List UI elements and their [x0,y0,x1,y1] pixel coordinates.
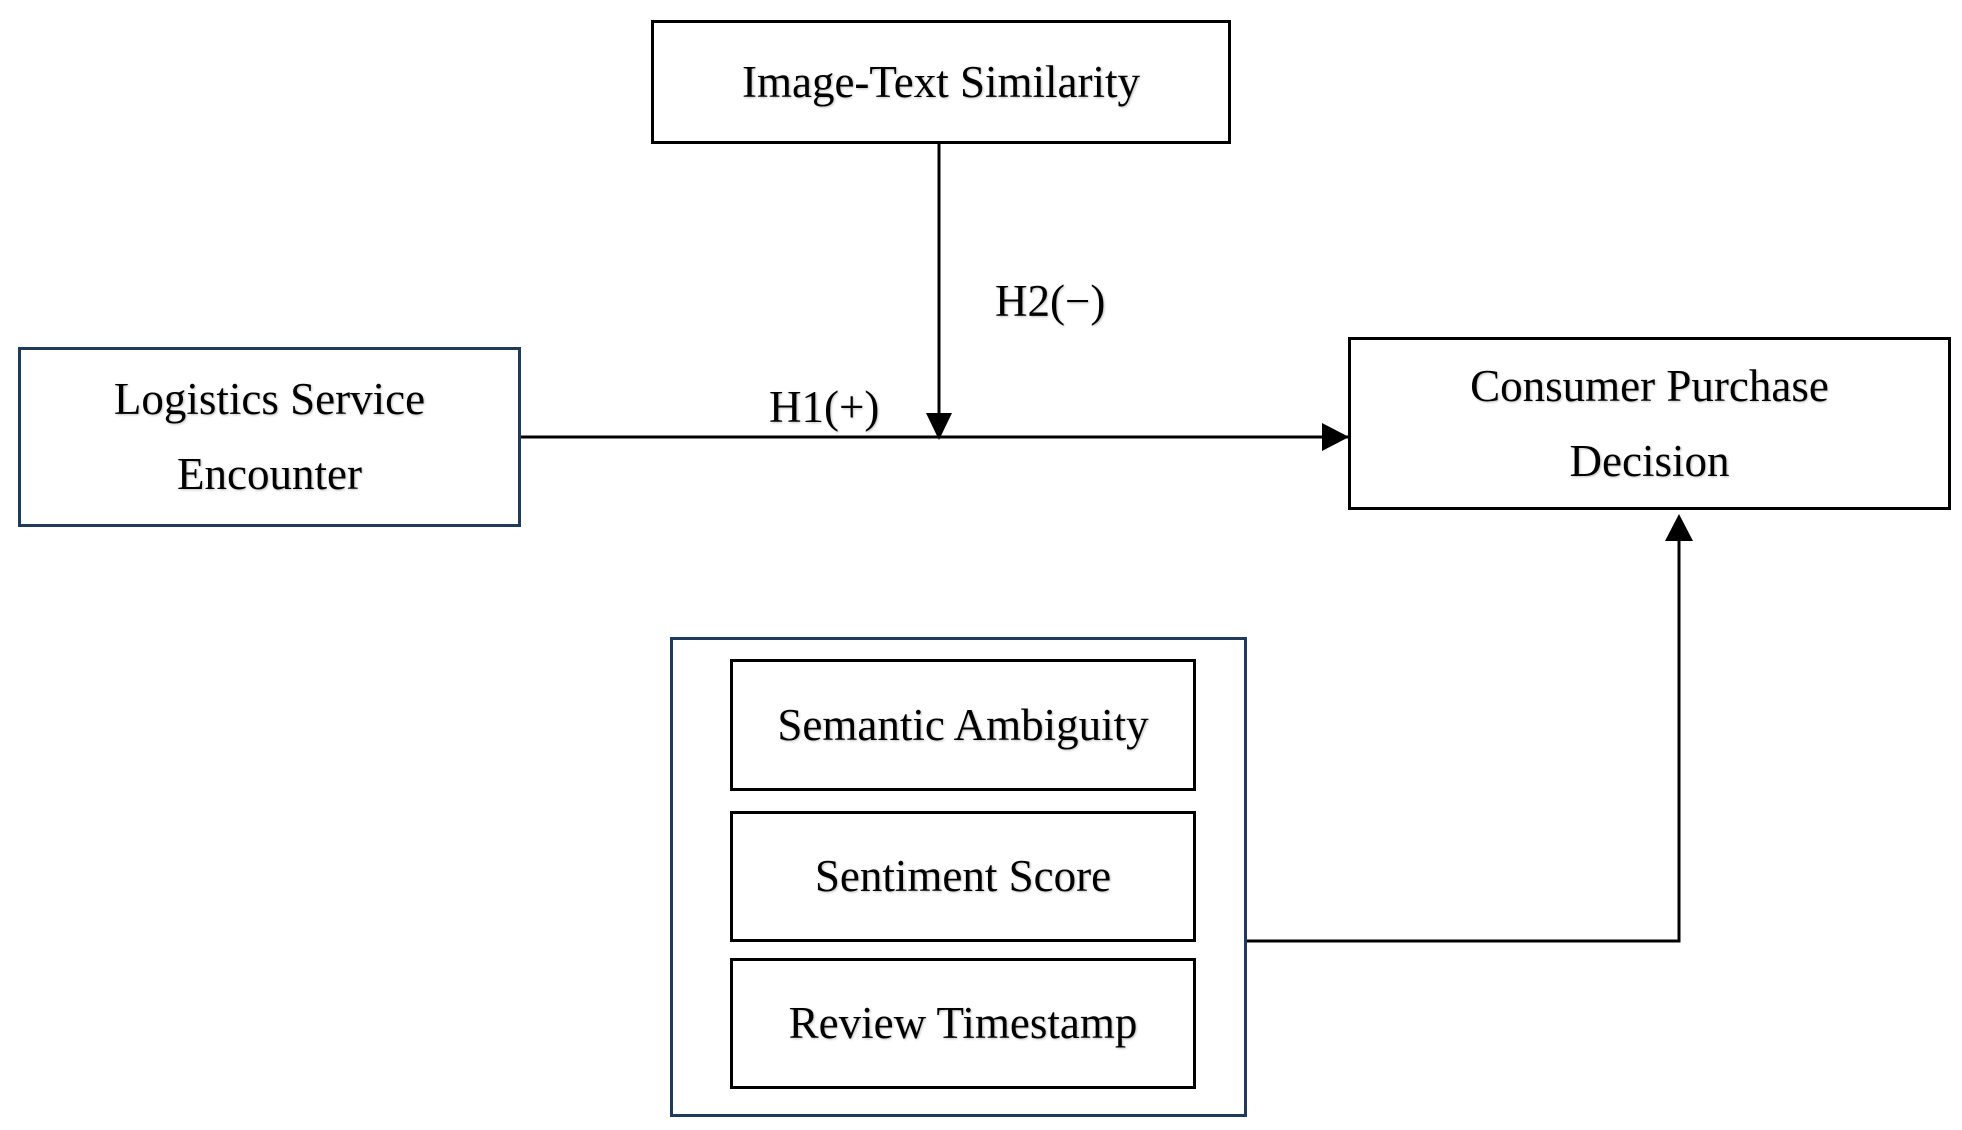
image-text-similarity-label: Image-Text Similarity [742,56,1140,107]
controls-arrow [1245,540,1681,943]
control-variables-group [670,637,1247,1117]
consumer-purchase-decision-label-line2: Decision [1569,435,1730,486]
controls-arrowhead [1665,514,1693,541]
semantic-ambiguity-box: Semantic Ambiguity [730,659,1196,791]
h2-label: H2(−) [995,276,1106,326]
h2-arrowhead [926,413,952,440]
logistics-service-encounter-box: Logistics Service Encounter [18,347,521,527]
semantic-ambiguity-label: Semantic Ambiguity [777,699,1149,750]
logistics-service-encounter-label-line1: Logistics Service [113,374,426,424]
logistics-service-encounter-label-line2: Encounter [177,449,362,499]
h1-label: H1(+) [769,382,880,432]
h1-arrowhead [1322,423,1349,451]
consumer-purchase-decision-box: Consumer Purchase Decision [1348,337,1951,510]
consumer-purchase-decision-label-line1: Consumer Purchase [1470,360,1829,411]
image-text-similarity-box: Image-Text Similarity [651,20,1231,144]
review-timestamp-box: Review Timestamp [730,958,1196,1089]
sentiment-score-label: Sentiment Score [814,851,1112,901]
sentiment-score-box: Sentiment Score [730,811,1196,942]
review-timestamp-label: Review Timestamp [788,998,1138,1048]
